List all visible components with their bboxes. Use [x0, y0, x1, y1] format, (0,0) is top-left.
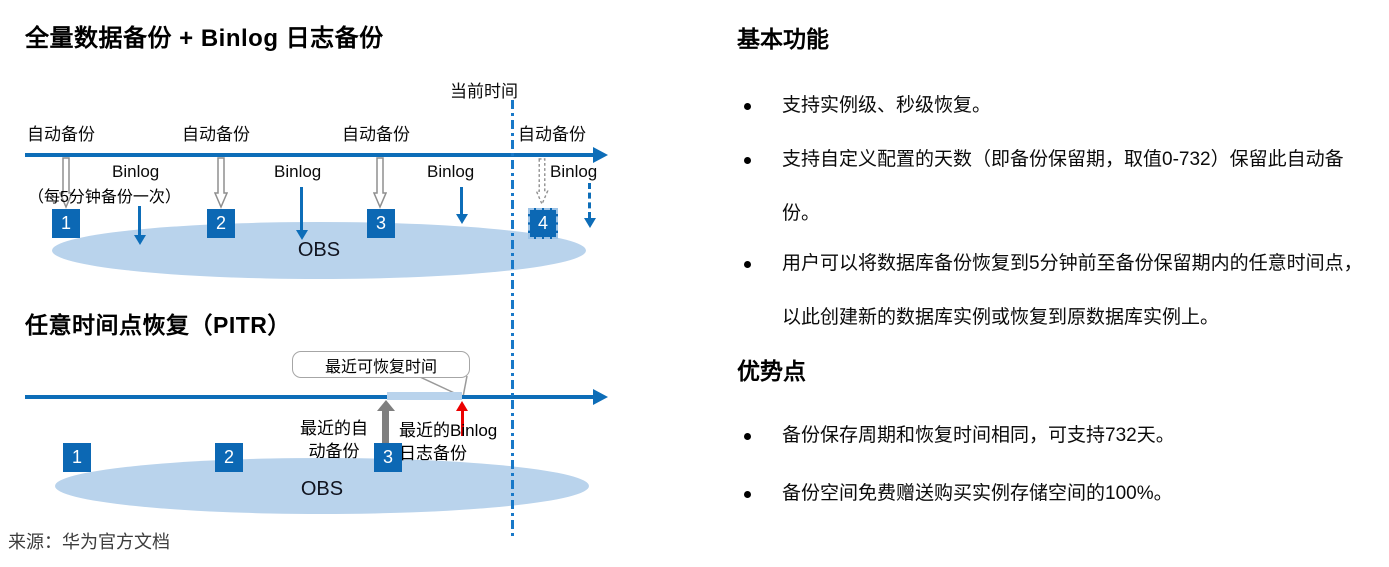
binlog-arrowhead-icon-4: [584, 218, 596, 228]
bullet-dot-icon: [744, 433, 751, 440]
pitr-backup-box-1: 1: [63, 443, 91, 472]
binlog-arrowhead-icon-1: [134, 235, 146, 245]
auto-backup-label-2: 自动备份: [182, 125, 250, 144]
basic-function-bullet-1: 支持实例级、秒级恢复。: [737, 79, 1367, 133]
timeline1-line: [25, 153, 594, 157]
backup-box-3: 3: [367, 209, 395, 238]
bullet-dot-icon: [744, 157, 751, 164]
obs-storage-1: [52, 222, 586, 279]
latest-auto-backup-arrowhead-icon: [377, 400, 395, 411]
basic-function-bullet-2: 支持自定义配置的天数（即备份保留期，取值0-732）保留此自动备份。: [737, 133, 1367, 241]
binlog-arrow-icon-1: [138, 206, 141, 235]
auto-backup-arrow-icon-1: [59, 157, 73, 209]
auto-backup-arrow-icon-2: [214, 157, 228, 209]
diagram1-title: 全量数据备份 + Binlog 日志备份: [25, 25, 384, 52]
pitr-backup-box-2: 2: [215, 443, 243, 472]
backup-box-1: 1: [52, 209, 80, 238]
binlog-arrowhead-icon-3: [456, 214, 468, 224]
latest-binlog-arrow-icon: [461, 411, 464, 436]
auto-backup-label-4: 自动备份: [518, 125, 586, 144]
binlog-arrow-icon-2: [300, 187, 303, 230]
binlog-arrowhead-icon-2: [296, 230, 308, 240]
basic-function-bullet-3: 用户可以将数据库备份恢复到5分钟前至备份保留期内的任意时间点，以此创建新的数据库…: [737, 237, 1367, 345]
binlog-frequency-note: （每5分钟备份一次）: [28, 189, 181, 206]
auto-backup-label-1: 自动备份: [27, 125, 95, 144]
latest-binlog-arrowhead-icon: [456, 401, 468, 411]
advantage-bullet-2: 备份空间免费赠送购买实例存储空间的100%。: [737, 467, 1367, 521]
binlog-label-1: Binlog: [112, 162, 160, 181]
backup-box-2: 2: [207, 209, 235, 238]
advantage-bullet-1: 备份保存周期和恢复时间相同，可支持732天。: [737, 409, 1367, 463]
pitr-backup-box-3: 3: [374, 443, 402, 472]
section-heading-advantages: 优势点: [737, 358, 806, 384]
latest-recoverable-time-callout: 最近可恢复时间: [292, 351, 470, 378]
auto-backup-arrow-icon-4-dashed: [535, 158, 549, 206]
obs-label-1: OBS: [297, 239, 341, 261]
source-note: 来源：华为官方文档: [8, 532, 170, 552]
timeline2-line: [25, 395, 594, 399]
current-time-line: [511, 100, 514, 540]
pitr-title: 任意时间点恢复（PITR）: [25, 312, 291, 338]
section-heading-basic-functions: 基本功能: [737, 26, 829, 52]
latest-auto-backup-label: 最近的自 动备份: [300, 419, 368, 461]
auto-backup-arrow-icon-3: [373, 157, 387, 209]
obs-storage-2: [55, 458, 589, 514]
bullet-dot-icon: [744, 103, 751, 110]
timeline1-arrowhead-icon: [593, 147, 608, 163]
binlog-label-2: Binlog: [274, 162, 322, 181]
bullet-dot-icon: [744, 491, 751, 498]
backup-box-4-pending: 4: [528, 208, 558, 239]
binlog-arrow-icon-3: [460, 187, 463, 214]
bullet-dot-icon: [744, 261, 751, 268]
auto-backup-label-3: 自动备份: [342, 125, 410, 144]
current-time-label: 当前时间: [450, 82, 518, 101]
binlog-arrow-icon-4-dashed: [588, 183, 591, 218]
recoverable-range-segment: [387, 392, 462, 400]
latest-binlog-backup-label: 最近的Binlog 日志备份: [399, 421, 498, 463]
timeline2-arrowhead-icon: [593, 389, 608, 405]
latest-auto-backup-arrow-icon: [382, 411, 389, 457]
binlog-label-3: Binlog: [427, 162, 475, 181]
binlog-label-4: Binlog: [550, 162, 598, 181]
obs-label-2: OBS: [300, 478, 344, 500]
